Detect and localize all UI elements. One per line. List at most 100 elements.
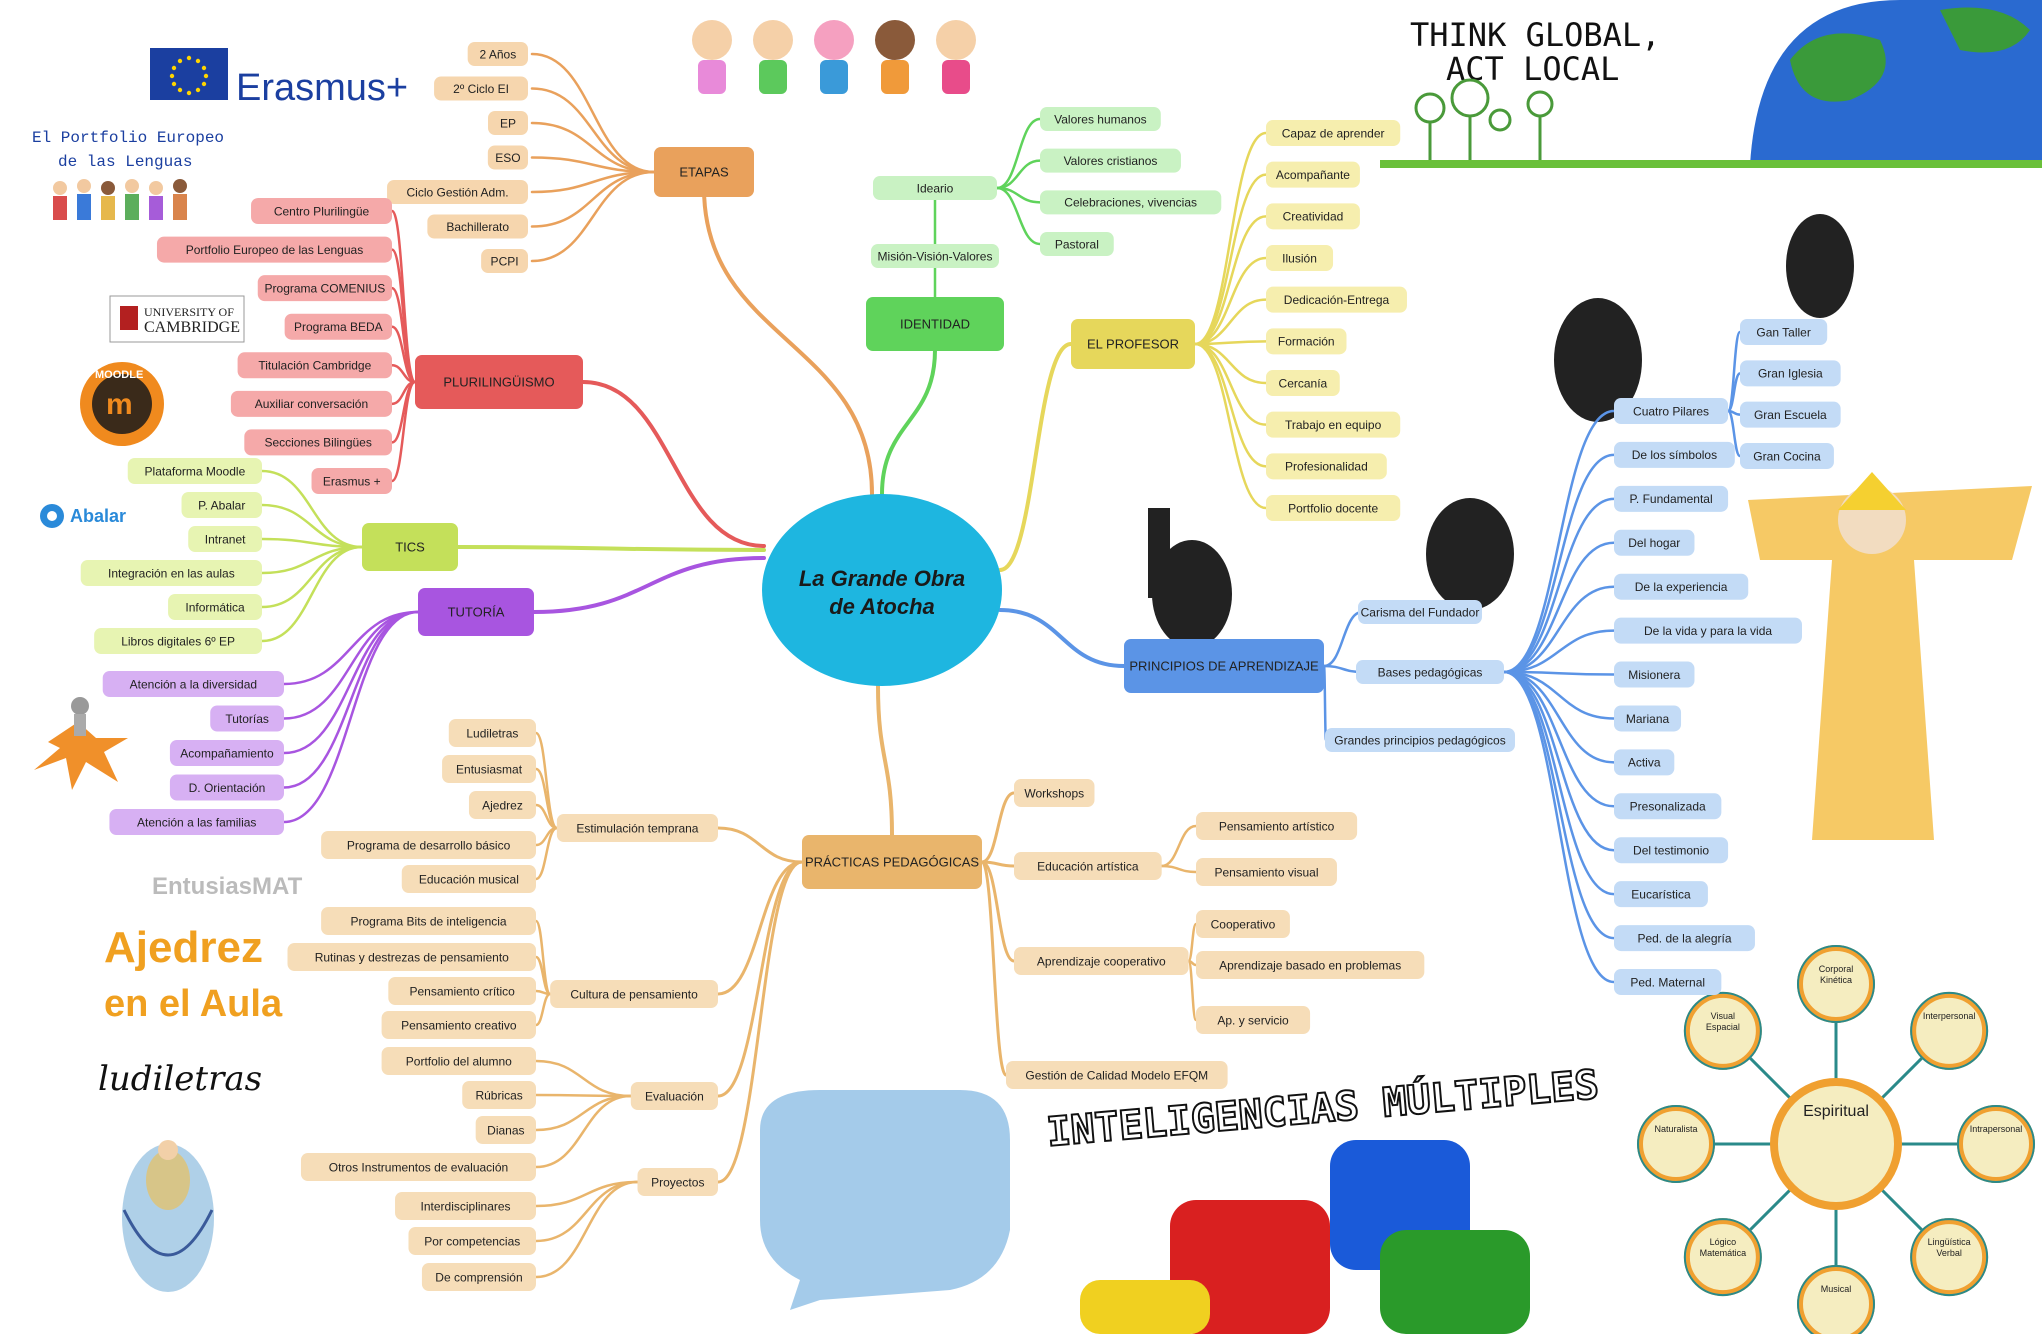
node-misionera[interactable]: Misionera bbox=[1614, 661, 1695, 688]
node-pcpi[interactable]: PCPI bbox=[481, 249, 528, 273]
node-portfolio-docente[interactable]: Portfolio docente bbox=[1266, 495, 1401, 521]
node-educacion-musical[interactable]: Educación musical bbox=[401, 865, 536, 893]
node-pensamiento-creativo[interactable]: Pensamiento creativo bbox=[381, 1011, 536, 1039]
node-formacion[interactable]: Formación bbox=[1266, 328, 1347, 355]
node-bachillerato[interactable]: Bachillerato bbox=[427, 214, 528, 239]
node-atencion-a-las-familias[interactable]: Atención a las familias bbox=[109, 809, 284, 835]
node-ped-de-la-alegria[interactable]: Ped. de la alegría bbox=[1614, 925, 1755, 952]
node-informatica[interactable]: Informática bbox=[168, 594, 262, 620]
node-bases-pedagogicas[interactable]: Bases pedagógicas bbox=[1356, 660, 1504, 684]
node-workshops[interactable]: Workshops bbox=[1014, 779, 1095, 807]
node-intranet[interactable]: Intranet bbox=[188, 526, 262, 552]
node-pensamiento-artistico[interactable]: Pensamiento artístico bbox=[1196, 812, 1358, 840]
node-dedicacion-entrega[interactable]: Dedicación-Entrega bbox=[1266, 286, 1407, 313]
node-mariana[interactable]: Mariana bbox=[1614, 705, 1682, 732]
node-profesionalidad[interactable]: Profesionalidad bbox=[1266, 453, 1387, 480]
node-gran-escuela[interactable]: Gran Escuela bbox=[1740, 401, 1841, 428]
node-grandes-principios-pedagogicos[interactable]: Grandes principios pedagógicos bbox=[1325, 728, 1515, 752]
node-ped-maternal[interactable]: Ped. Maternal bbox=[1614, 969, 1722, 995]
node-celebraciones-vivencias[interactable]: Celebraciones, vivencias bbox=[1040, 190, 1222, 215]
node-de-la-vida-y-para-la-vida[interactable]: De la vida y para la vida bbox=[1614, 617, 1802, 644]
node-ilusion[interactable]: Ilusión bbox=[1266, 245, 1334, 271]
node-dianas[interactable]: Dianas bbox=[475, 1116, 536, 1144]
node-aprendizaje-cooperativo[interactable]: Aprendizaje cooperativo bbox=[1014, 947, 1189, 975]
node-libros-digitales-6-ep[interactable]: Libros digitales 6º EP bbox=[94, 628, 262, 654]
node-programa-bits-de-inteligencia[interactable]: Programa Bits de inteligencia bbox=[321, 907, 536, 935]
node-2-anos[interactable]: 2 Años bbox=[467, 42, 528, 66]
node-rubricas[interactable]: Rúbricas bbox=[462, 1081, 536, 1109]
node-d-orientacion[interactable]: D. Orientación bbox=[169, 774, 284, 801]
node-eucaristica[interactable]: Eucarística bbox=[1614, 881, 1708, 908]
node-identidad[interactable]: IDENTIDAD bbox=[866, 297, 1004, 351]
node-practicas-pedagogicas[interactable]: PRÁCTICAS PEDAGÓGICAS bbox=[802, 835, 982, 889]
node-proyectos[interactable]: Proyectos bbox=[637, 1168, 718, 1196]
node-evaluacion[interactable]: Evaluación bbox=[630, 1082, 718, 1110]
node-interdisciplinares[interactable]: Interdisciplinares bbox=[395, 1192, 536, 1220]
node-eso[interactable]: ESO bbox=[487, 145, 528, 170]
node-p-fundamental[interactable]: P. Fundamental bbox=[1614, 485, 1729, 512]
node-tutorias[interactable]: Tutorías bbox=[210, 705, 284, 732]
node-centro-plurilingue[interactable]: Centro Plurilingüe bbox=[251, 198, 392, 224]
node-aprendizaje-basado-en-problemas[interactable]: Aprendizaje basado en problemas bbox=[1196, 951, 1425, 979]
node-del-hogar[interactable]: Del hogar bbox=[1614, 529, 1695, 556]
node-cercania[interactable]: Cercanía bbox=[1266, 370, 1340, 396]
node-portfolio-europeo-de-las-lenguas[interactable]: Portfolio Europeo de las Lenguas bbox=[156, 236, 392, 263]
node-tutoria[interactable]: TUTORÍA bbox=[418, 588, 534, 636]
node-cultura-de-pensamiento[interactable]: Cultura de pensamiento bbox=[550, 980, 718, 1008]
node-p-abalar[interactable]: P. Abalar bbox=[181, 492, 262, 518]
node-integracion-en-las-aulas[interactable]: Integración en las aulas bbox=[80, 560, 262, 586]
node-acompanamiento[interactable]: Acompañamiento bbox=[169, 740, 284, 766]
node-ideario[interactable]: Ideario bbox=[873, 176, 997, 200]
node-erasmus[interactable]: Erasmus + bbox=[311, 468, 392, 494]
node-de-los-simbolos[interactable]: De los símbolos bbox=[1614, 441, 1735, 468]
node-valores-humanos[interactable]: Valores humanos bbox=[1040, 107, 1161, 131]
node-etapas[interactable]: ETAPAS bbox=[654, 147, 754, 197]
node-gran-iglesia[interactable]: Gran Iglesia bbox=[1740, 360, 1841, 387]
node-acompanante[interactable]: Acompañante bbox=[1266, 161, 1360, 188]
node-programa-de-desarrollo-basico[interactable]: Programa de desarrollo básico bbox=[321, 831, 536, 859]
node-programa-beda[interactable]: Programa BEDA bbox=[284, 313, 392, 340]
node-del-testimonio[interactable]: Del testimonio bbox=[1614, 837, 1729, 864]
node-principios-de-aprendizaje[interactable]: PRINCIPIOS DE APRENDIZAJE bbox=[1124, 639, 1324, 693]
node-de-la-experiencia[interactable]: De la experiencia bbox=[1614, 573, 1749, 600]
node-pensamiento-visual[interactable]: Pensamiento visual bbox=[1196, 858, 1337, 886]
node-plataforma-moodle[interactable]: Plataforma Moodle bbox=[127, 458, 262, 484]
node-ciclo-gestion-adm[interactable]: Ciclo Gestión Adm. bbox=[387, 180, 528, 204]
node-gran-cocina[interactable]: Gran Cocina bbox=[1740, 443, 1834, 469]
node-activa[interactable]: Activa bbox=[1614, 749, 1675, 776]
node-de-comprension[interactable]: De comprensión bbox=[421, 1263, 536, 1291]
node-creatividad[interactable]: Creatividad bbox=[1266, 203, 1360, 230]
node-el-profesor[interactable]: EL PROFESOR bbox=[1071, 319, 1195, 369]
node-cuatro-pilares[interactable]: Cuatro Pilares bbox=[1614, 398, 1729, 424]
node-ap-y-servicio[interactable]: Ap. y servicio bbox=[1196, 1006, 1311, 1034]
node-pastoral[interactable]: Pastoral bbox=[1040, 232, 1114, 256]
node-auxiliar-conversacion[interactable]: Auxiliar conversación bbox=[230, 390, 392, 417]
node-cooperativo[interactable]: Cooperativo bbox=[1196, 910, 1290, 938]
node-capaz-de-aprender[interactable]: Capaz de aprender bbox=[1266, 120, 1401, 146]
node-ludiletras[interactable]: Ludiletras bbox=[448, 719, 536, 747]
node-presonalizada[interactable]: Presonalizada bbox=[1614, 793, 1722, 820]
node-gestion-de-calidad-modelo-efqm[interactable]: Gestión de Calidad Modelo EFQM bbox=[1006, 1061, 1228, 1089]
node-rutinas-y-destrezas-de-pensamiento[interactable]: Rutinas y destrezas de pensamiento bbox=[287, 943, 536, 971]
node-2-ciclo-ei[interactable]: 2º Ciclo EI bbox=[434, 76, 528, 101]
node-portfolio-del-alumno[interactable]: Portfolio del alumno bbox=[381, 1047, 536, 1075]
node-carisma-del-fundador[interactable]: Carisma del Fundador bbox=[1358, 600, 1482, 624]
node-educacion-artistica[interactable]: Educación artística bbox=[1014, 852, 1162, 880]
node-tics[interactable]: TICS bbox=[362, 523, 458, 571]
node-mision-vision-valores[interactable]: Misión-Visión-Valores bbox=[871, 244, 999, 268]
node-pensamiento-critico[interactable]: Pensamiento crítico bbox=[388, 977, 536, 1005]
node-ajedrez[interactable]: Ajedrez bbox=[468, 791, 536, 819]
node-secciones-bilingues[interactable]: Secciones Bilingües bbox=[244, 429, 392, 456]
node-plurilinguismo[interactable]: PLURILINGÜISMO bbox=[415, 355, 583, 409]
node-programa-comenius[interactable]: Programa COMENIUS bbox=[257, 275, 392, 302]
node-trabajo-en-equipo[interactable]: Trabajo en equipo bbox=[1266, 411, 1401, 438]
node-valores-cristianos[interactable]: Valores cristianos bbox=[1040, 148, 1181, 173]
node-por-competencias[interactable]: Por competencias bbox=[408, 1227, 536, 1255]
node-entusiasmat[interactable]: Entusiasmat bbox=[442, 755, 536, 783]
node-titulacion-cambridge[interactable]: Titulación Cambridge bbox=[237, 352, 392, 379]
node-estimulacion-temprana[interactable]: Estimulación temprana bbox=[556, 814, 718, 842]
node-ep[interactable]: EP bbox=[488, 111, 528, 135]
node-atencion-a-la-diversidad[interactable]: Atención a la diversidad bbox=[102, 671, 284, 697]
node-otros-instrumentos-de-evaluacion[interactable]: Otros Instrumentos de evaluación bbox=[300, 1153, 536, 1181]
